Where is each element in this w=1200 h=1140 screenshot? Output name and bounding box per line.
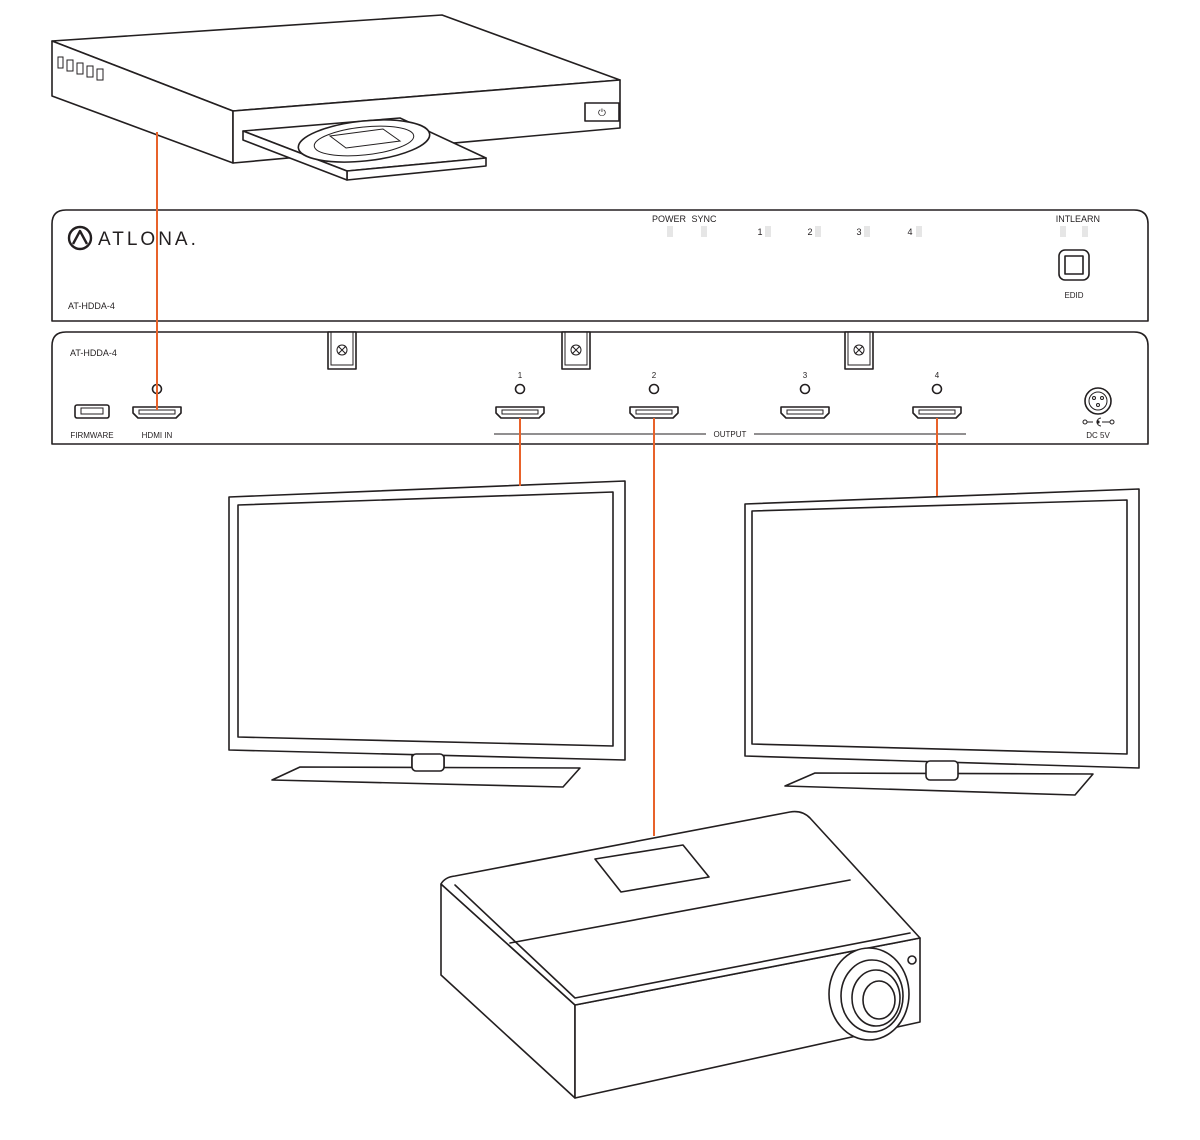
output-label: OUTPUT — [714, 430, 747, 439]
power-button: ⏻ — [584, 102, 620, 122]
led-label-power: POWER — [652, 214, 687, 224]
led-label-3: 3 — [856, 227, 861, 237]
firmware-label: FIRMWARE — [70, 431, 113, 440]
front-buttons — [57, 56, 104, 81]
led-label-2: 2 — [807, 227, 812, 237]
hdmi-output-1: 1 — [495, 371, 545, 419]
brand-wordmark: ATLONA. — [98, 229, 199, 250]
blu-ray-player: ⏻ — [51, 14, 621, 181]
mounting-bracket — [844, 331, 874, 370]
right-display — [744, 488, 1140, 796]
dc-power-jack — [1082, 387, 1115, 427]
dc-5v-label: DC 5V — [1086, 431, 1110, 440]
led-label-4: 4 — [907, 227, 912, 237]
output-number-2: 2 — [652, 371, 657, 380]
hdmi-cables — [156, 132, 938, 836]
hdmi-output-4: 4 — [912, 371, 962, 419]
hdmi-output-3: 3 — [780, 371, 830, 419]
front-leds — [667, 226, 1088, 237]
rear-model-label: AT-HDDA-4 — [70, 348, 117, 358]
led-label-int: INT — [1056, 214, 1071, 224]
power-icon: ⏻ — [598, 108, 606, 119]
disc-tray — [242, 117, 487, 181]
output-number-1: 1 — [518, 371, 523, 380]
firmware-usb-port — [74, 404, 110, 419]
projector-lens — [828, 947, 917, 1041]
led-label-1: 1 — [757, 227, 762, 237]
left-display — [228, 480, 626, 788]
mounting-bracket — [327, 331, 357, 370]
hdmi-in-label: HDMI IN — [142, 431, 173, 440]
led-label-learn: LEARN — [1070, 214, 1100, 224]
edid-button — [1058, 249, 1090, 281]
atlona-logo-icon — [67, 225, 93, 251]
distribution-amp-rear-panel: AT-HDDA-4 FIRMWARE — [51, 331, 1149, 445]
distribution-amp-front-panel: ATLONA. AT-HDDA-4 POWER SYNC 1 2 3 4 INT… — [51, 209, 1149, 322]
hdmi-output-2: 2 — [629, 371, 679, 419]
output-number-3: 3 — [803, 371, 808, 380]
led-label-sync: SYNC — [691, 214, 717, 224]
edid-label: EDID — [1064, 291, 1083, 300]
output-number-4: 4 — [935, 371, 940, 380]
mounting-bracket — [561, 331, 591, 370]
projector — [440, 810, 921, 1099]
front-model-label: AT-HDDA-4 — [68, 301, 115, 311]
